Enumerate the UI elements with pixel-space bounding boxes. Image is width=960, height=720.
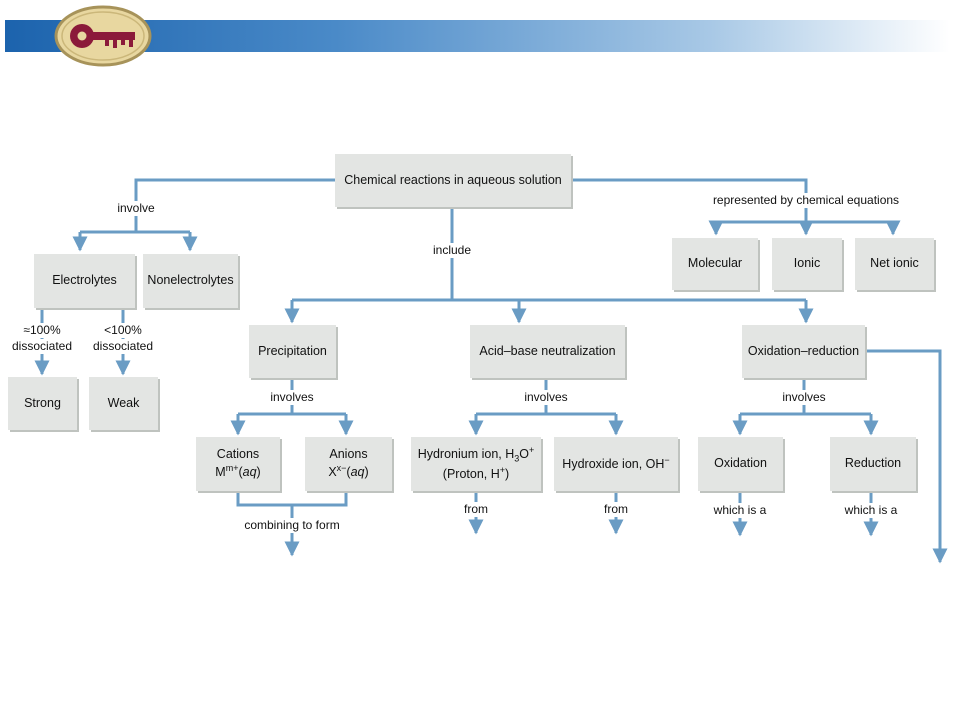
node-reduction-label: Reduction (844, 456, 902, 471)
node-acid-base-label: Acid–base neutralization (479, 343, 616, 358)
node-precipitation: Precipitation (249, 325, 336, 378)
node-ionic: Ionic (772, 238, 842, 290)
hydroxide-charge: − (664, 455, 670, 466)
hydronium-line1: Hydronium ion, H3O+ (418, 445, 535, 465)
label-represented: represented by chemical equations (710, 193, 902, 208)
hydroxide-text: Hydroxide ion, OH (562, 457, 665, 472)
node-electrolytes: Electrolytes (34, 254, 135, 308)
proton-text: (Proton, H (442, 467, 500, 482)
label-weak-dissociated: dissociated (90, 339, 156, 354)
hydronium-charge: + (529, 445, 535, 456)
node-anions: Anions Xx−(aq) (305, 437, 392, 491)
hydronium-text: Hydronium ion, H (417, 447, 515, 462)
anions-state: aq (350, 465, 365, 480)
anions-paren-open: ( (346, 465, 351, 480)
node-root: Chemical reactions in aqueous solution (335, 154, 571, 207)
anions-symbol: X (328, 465, 337, 480)
cations-paren-open: ( (238, 465, 243, 480)
label-combining: combining to form (242, 518, 342, 533)
label-from-hydroxide: from (602, 502, 630, 517)
node-redox-label: Oxidation–reduction (747, 343, 860, 358)
proton-close: ) (505, 467, 510, 482)
node-nonelectrolytes-label: Nonelectrolytes (147, 273, 234, 288)
node-hydronium: Hydronium ion, H3O+ (Proton, H+) (411, 437, 541, 491)
proton-charge: + (499, 465, 506, 476)
key-logo (53, 5, 153, 67)
cations-symbol: M (215, 465, 226, 480)
label-weak-pct: <100% (102, 323, 144, 338)
label-include: include (430, 243, 474, 258)
node-net-ionic-label: Net ionic (870, 256, 919, 271)
node-strong: Strong (8, 377, 77, 430)
label-involves-redox: involves (780, 390, 828, 405)
label-which-oxidation: which is a (711, 503, 769, 518)
hydronium-subscript: 3 (514, 453, 520, 464)
node-cations: Cations Mm+(aq) (196, 437, 280, 491)
node-weak-label: Weak (107, 395, 140, 410)
label-involves-precipitation: involves (268, 390, 316, 405)
cations-state: aq (242, 465, 257, 480)
node-reduction: Reduction (830, 437, 916, 491)
node-precipitation-label: Precipitation (258, 343, 327, 358)
cations-paren-close: ) (256, 465, 261, 480)
label-strong-dissociated: dissociated (9, 339, 75, 354)
label-from-hydronium: from (462, 502, 490, 517)
node-strong-label: Strong (24, 395, 61, 410)
anions-formula: Xx−(aq) (328, 463, 368, 481)
node-molecular-label: Molecular (687, 256, 743, 271)
node-net-ionic: Net ionic (855, 238, 934, 290)
cations-title: Cations (216, 447, 260, 462)
node-acid-base: Acid–base neutralization (470, 325, 625, 378)
hydronium-line2: (Proton, H+) (443, 465, 509, 483)
node-redox: Oxidation–reduction (742, 325, 865, 378)
node-weak: Weak (89, 377, 158, 430)
node-nonelectrolytes: Nonelectrolytes (143, 254, 238, 308)
key-icon (54, 5, 152, 67)
node-molecular: Molecular (672, 238, 758, 290)
node-electrolytes-label: Electrolytes (52, 273, 117, 288)
hydroxide-line: Hydroxide ion, OH− (562, 455, 669, 473)
hydronium-oxygen: O (519, 447, 530, 462)
label-involves-acid-base: involves (522, 390, 570, 405)
label-involve: involve (115, 201, 157, 216)
anions-paren-close: ) (364, 465, 369, 480)
header-banner (5, 20, 950, 52)
anions-charge: x− (336, 462, 347, 473)
node-root-label: Chemical reactions in aqueous solution (344, 172, 562, 187)
label-strong-pct: ≈100% (21, 323, 63, 338)
node-ionic-label: Ionic (793, 256, 821, 271)
anions-title: Anions (329, 447, 368, 462)
node-hydroxide: Hydroxide ion, OH− (554, 437, 678, 491)
node-oxidation: Oxidation (698, 437, 783, 491)
node-oxidation-label: Oxidation (714, 456, 767, 471)
cations-formula: Mm+(aq) (215, 463, 260, 481)
cations-charge: m+ (225, 462, 239, 473)
label-which-reduction: which is a (842, 503, 900, 518)
